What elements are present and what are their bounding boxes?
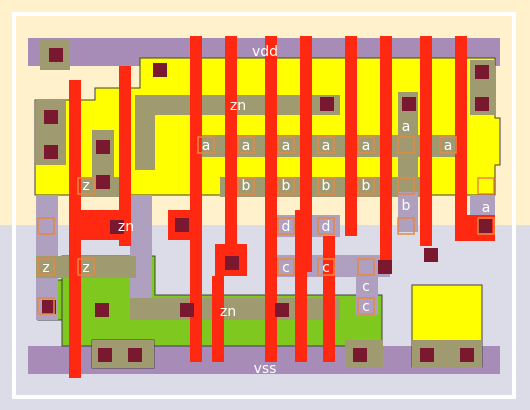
poly-gate-a2 <box>225 36 237 276</box>
poly-gate-a3 <box>265 36 277 362</box>
pin-label-b-4: b <box>362 178 371 194</box>
metal-a-row <box>195 135 460 157</box>
pin-label-a-right: a <box>482 200 491 216</box>
poly-gate-zn <box>119 66 131 246</box>
poly-gate-a5-low <box>323 236 335 362</box>
vdd-label: vdd <box>252 44 278 60</box>
pin-boxes <box>37 136 495 315</box>
metal-c-drop <box>356 255 378 315</box>
cell-boundary <box>12 12 516 399</box>
pin-label-z-2: z <box>42 260 49 276</box>
pin-label-a-4: a <box>322 138 331 154</box>
pin-label-a-5: a <box>362 138 371 154</box>
poly-gate-a6 <box>380 36 392 272</box>
pin-label-c-4: c <box>362 299 370 315</box>
pin-label-a-6: a <box>444 138 453 154</box>
metal-b-column-right <box>398 192 418 232</box>
poly-gate-a5 <box>345 36 357 236</box>
pin-label-zn-top: zn <box>230 98 246 114</box>
pin-label-b-2: b <box>282 178 291 194</box>
pin-label-b-right: b <box>402 198 411 214</box>
pin-label-zn-mid: zn <box>118 219 134 235</box>
pin-label-z-3: z <box>82 260 89 276</box>
pin-label-a-3: a <box>282 138 291 154</box>
pin-label-d-2: d <box>322 219 331 235</box>
pin-label-a-1: a <box>202 138 211 154</box>
poly-gate-a1 <box>190 36 202 362</box>
pin-label-b-3: b <box>322 178 331 194</box>
poly-gate-a4-low <box>295 210 307 362</box>
pin-label-c-2: c <box>322 260 330 276</box>
pin-label-a-drop: a <box>402 119 411 135</box>
pin-label-c-3: c <box>362 279 370 295</box>
poly-gate-a8 <box>455 36 467 236</box>
pin-label-d-1: d <box>282 219 291 235</box>
metal-n-diff-left <box>36 256 136 278</box>
metal-zn-top <box>135 95 340 115</box>
contacts <box>42 48 492 362</box>
pin-label-c-1: c <box>282 260 290 276</box>
metal-zn-drop <box>135 95 155 170</box>
metal-a-drop <box>398 92 418 192</box>
metal-zn-column <box>130 195 152 300</box>
poly-gate-a7 <box>420 36 432 246</box>
pin-label-a-2: a <box>242 138 251 154</box>
pin-label-b-1: b <box>242 178 251 194</box>
pin-label-z-1: z <box>82 178 89 194</box>
pin-label-zn-bottom: zn <box>220 304 236 320</box>
vss-label: vss <box>254 361 277 377</box>
poly-gate-a2-low <box>212 276 224 362</box>
